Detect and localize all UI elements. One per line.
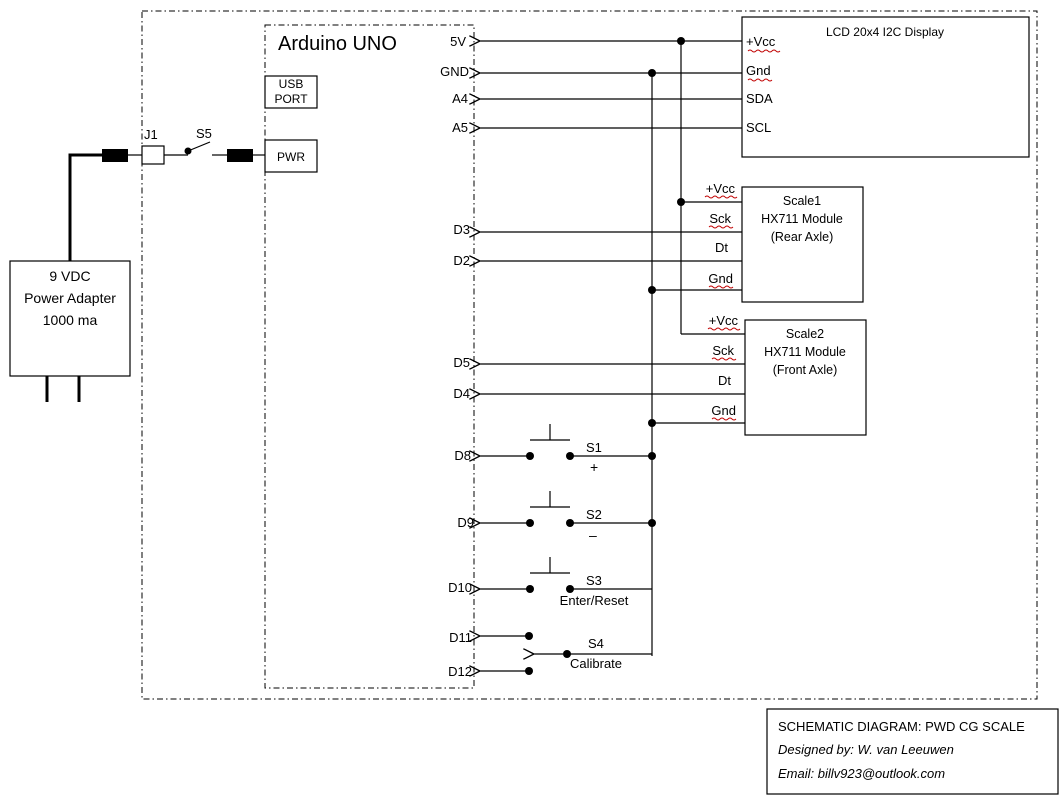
contact-dot (526, 519, 534, 527)
adapter-line-1: 9 VDC (49, 268, 90, 284)
pin-d9: D9 (457, 515, 474, 530)
usb-port-label-2: PORT (274, 92, 308, 106)
pwr-jack-box (264, 139, 318, 173)
spellcheck-squiggle (747, 49, 781, 53)
adapter-line-2: Power Adapter (24, 290, 116, 306)
j1-label: J1 (144, 127, 158, 142)
spellcheck-squiggle (711, 357, 737, 361)
lcd-display-box (741, 16, 1030, 158)
contact-dot (526, 452, 534, 460)
pin-a4: A4 (452, 91, 468, 106)
scale2-box (744, 319, 867, 436)
pin-a5: A5 (452, 120, 468, 135)
scale2-title: Scale2 HX711 Module (Front Axle) (764, 327, 846, 377)
switch-s2: S2 – (480, 491, 652, 543)
title-block-designer: Designed by: W. van Leeuwen (778, 742, 954, 757)
pin-d10: D10 (448, 580, 472, 595)
arduino-pin-labels: 5V GND A4 A5 D3 D2 D5 D4 D8 D9 D10 D11 D… (440, 34, 474, 679)
arduino-title: Arduino UNO (278, 33, 397, 55)
junction-dot (648, 419, 656, 427)
scale1-pin-gnd: Gnd (708, 271, 733, 286)
pin-d11: D11 (449, 630, 472, 645)
scale2-pin-labels: +Vcc Sck Dt Gnd (709, 313, 739, 418)
switch-s4: S4 Calibrate (480, 632, 652, 675)
scale2-title-3: (Front Axle) (773, 363, 838, 377)
scale1-pin-vcc: +Vcc (706, 181, 736, 196)
lcd-title: LCD 20x4 I2C Display (826, 25, 944, 39)
contact-dot (526, 585, 534, 593)
s4-name: S4 (588, 636, 604, 651)
adapter-cable (68, 153, 102, 261)
pin-d4: D4 (453, 386, 470, 401)
lcd-pin-scl: SCL (746, 120, 771, 135)
junction-dot (677, 198, 685, 206)
dc-plug-right (227, 149, 253, 162)
scale1-pin-labels: +Vcc Sck Dt Gnd (706, 181, 736, 286)
spellcheck-squiggle (711, 417, 737, 421)
pwr-jack-label: PWR (277, 150, 305, 164)
scale2-title-1: Scale2 (786, 327, 824, 341)
s3-name: S3 (586, 573, 602, 588)
pin-d12: D12 (448, 664, 472, 679)
scale2-pin-vcc: +Vcc (709, 313, 739, 328)
lcd-pin-vcc: +Vcc (746, 34, 776, 49)
scale2-pin-sck: Sck (712, 343, 734, 358)
scale1-title: Scale1 HX711 Module (Rear Axle) (761, 194, 843, 244)
s4-label: Calibrate (570, 656, 622, 671)
junction-dot (677, 37, 685, 45)
adapter-line-3: 1000 ma (43, 312, 98, 328)
pin-d3: D3 (453, 222, 470, 237)
power-adapter-label: 9 VDC Power Adapter 1000 ma (24, 268, 116, 328)
spellcheck-squiggle (708, 285, 734, 289)
scale1-pin-sck: Sck (709, 211, 731, 226)
scale2-pin-gnd: Gnd (711, 403, 736, 418)
arduino-outline (264, 24, 475, 689)
pin-gnd: GND (440, 64, 469, 79)
usb-port-box (264, 75, 318, 109)
scale2-pin-dt: Dt (718, 373, 731, 388)
spellcheck-squiggle (704, 195, 738, 199)
power-adapter-box (9, 260, 131, 377)
s5-label: S5 (196, 126, 212, 141)
junction-dot (648, 286, 656, 294)
dc-plug-left (102, 149, 128, 162)
j1-connector (141, 145, 165, 165)
s2-name: S2 (586, 507, 602, 522)
title-block (766, 708, 1059, 795)
scale2-title-2: HX711 Module (764, 345, 846, 359)
spellcheck-squiggle (707, 327, 741, 331)
contact-dot (525, 667, 533, 675)
spellcheck-squiggle (708, 225, 734, 229)
s1-label: + (590, 459, 598, 475)
lcd-pin-gnd: Gnd (746, 63, 771, 78)
scale1-pin-dt: Dt (715, 240, 728, 255)
s3-label: Enter/Reset (560, 593, 629, 608)
junction-dots (648, 37, 685, 527)
title-block-title: SCHEMATIC DIAGRAM: PWD CG SCALE (778, 719, 1025, 734)
scale1-title-1: Scale1 (783, 194, 821, 208)
pin-d2: D2 (453, 253, 470, 268)
s2-label: – (589, 527, 597, 543)
contact-dot (525, 632, 533, 640)
pin-d8: D8 (454, 448, 471, 463)
scale1-title-3: (Rear Axle) (771, 230, 834, 244)
usb-port-label-1: USB (279, 77, 304, 91)
pin-5v: 5V (450, 34, 466, 49)
switch-s1: S1 + (480, 424, 652, 475)
lcd-pin-labels: +Vcc Gnd SDA SCL (746, 34, 776, 135)
title-block-email: Email: billv923@outlook.com (778, 766, 945, 781)
scale1-box (741, 186, 864, 303)
junction-dot (648, 69, 656, 77)
spellcheck-squiggle (747, 78, 773, 82)
s1-name: S1 (586, 440, 602, 455)
lcd-pin-sda: SDA (746, 91, 773, 106)
pin-d5: D5 (453, 355, 470, 370)
scale1-title-2: HX711 Module (761, 212, 843, 226)
switch-s3: S3 Enter/Reset (480, 557, 652, 608)
enclosure-boundary (141, 10, 1038, 700)
s5-lever (187, 141, 211, 152)
